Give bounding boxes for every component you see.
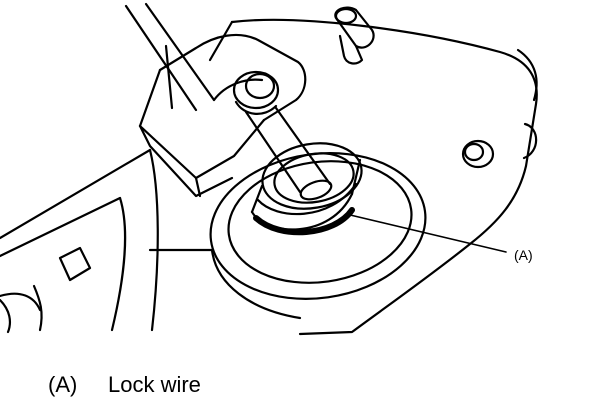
legend-key: (A)	[48, 372, 78, 397]
bolt	[334, 6, 375, 65]
housing-plate	[208, 18, 538, 336]
mounting-hole	[461, 139, 495, 169]
legend: (A) Lock wire	[48, 372, 201, 398]
lever-pin	[232, 70, 280, 115]
callout-label: (A)	[514, 247, 533, 263]
lower-linkage	[0, 148, 214, 334]
legend-text: Lock wire	[108, 372, 201, 397]
lock-wire	[253, 207, 355, 236]
shift-rod	[244, 106, 333, 201]
callout-leader	[345, 213, 507, 253]
